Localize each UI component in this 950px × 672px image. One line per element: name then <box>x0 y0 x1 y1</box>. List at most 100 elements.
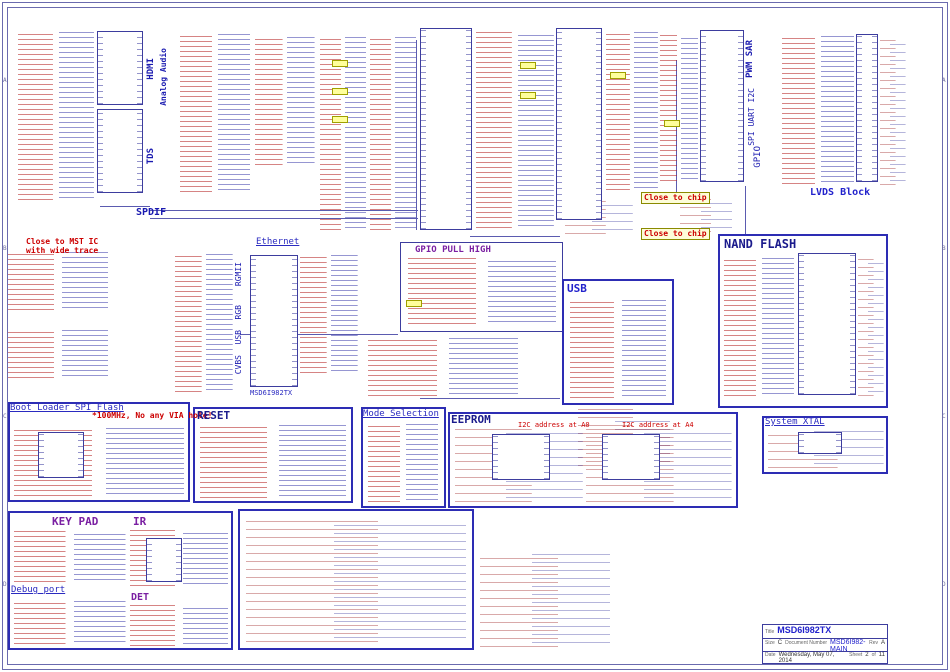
cvbs-section-label: CVBS <box>234 355 243 375</box>
bus-wire <box>150 210 418 211</box>
main-ic-right-labels <box>476 32 554 228</box>
reset-title: RESET <box>197 409 231 422</box>
usb-section-label: USB <box>234 330 243 345</box>
audio-line-labels <box>180 32 250 192</box>
note-close-to-chip-2: Close to chip <box>641 228 710 241</box>
spdif-section-label: SPDIF <box>136 207 167 218</box>
note-100mhz: *100MHz, No any VIA hole! <box>92 411 213 420</box>
panel-detect-fill <box>246 520 466 642</box>
pwm-sar-section-label: PWM SAR <box>745 40 755 78</box>
sheet-number: 2 <box>865 652 869 658</box>
mid-ic-right-labels <box>606 32 658 190</box>
highlight-mark <box>610 72 626 79</box>
sheet-label: Sheet <box>849 652 863 658</box>
debug-fill <box>14 600 126 644</box>
gpio-pull-high-title: GPIO PULL HIGH <box>415 245 491 255</box>
date-label: Date <box>765 652 776 658</box>
right-edge-labels <box>880 40 906 185</box>
eeprom-title: EEPROM <box>451 413 491 426</box>
nand-flash-title: NAND FLASH <box>724 237 797 251</box>
sheet-of-label: of <box>871 652 876 658</box>
rgb-section-label: RGB <box>234 305 243 320</box>
debug-port-title: Debug port <box>11 585 66 595</box>
system-xtal-title: System XTAL <box>765 417 825 427</box>
frame-row-label: C <box>942 413 946 420</box>
size-value: C <box>777 640 783 646</box>
mode-selection-box <box>361 407 446 508</box>
bus-wire <box>745 186 746 234</box>
frame-row-label: D <box>942 581 946 588</box>
key-pad-title: KEY PAD <box>52 515 99 528</box>
highlight-mark <box>520 92 536 99</box>
audio-mid-labels <box>255 35 315 165</box>
reset-box <box>193 407 353 503</box>
hdmi-connector-2 <box>97 109 143 193</box>
highlight-mark <box>332 116 348 123</box>
note-i2c-addr-a0: I2C address at A0 <box>518 421 590 429</box>
gpio-pull-high-fill <box>408 258 556 324</box>
title-block-row-doc: Size C Document Number MSD6I982-MAIN Rev… <box>763 639 887 653</box>
title-label: Title <box>765 629 775 635</box>
pwm-sar-ic <box>700 30 744 182</box>
spi-uart-i2c-section-label: SPI UART I2C <box>747 88 756 146</box>
analog-audio-section-label: Analog Audio <box>159 48 168 106</box>
highlight-mark <box>664 120 680 127</box>
ethernet-left-labels <box>175 252 233 392</box>
bus-wire <box>470 236 560 237</box>
highlight-mark <box>332 60 348 67</box>
frame-row-label: B <box>942 245 946 252</box>
det-fill <box>130 604 228 646</box>
ir-title: IR <box>133 515 147 528</box>
usb-block-title: USB <box>567 282 587 295</box>
hdmi-section-label: HDMI <box>146 58 156 80</box>
frame-row-label: D <box>3 581 7 588</box>
reset-fill <box>200 424 346 498</box>
mode-selection-fill <box>368 424 438 502</box>
title-block: Title MSD6I982TX Size C Document Number … <box>762 624 888 664</box>
bottom-misc-parts <box>480 552 610 647</box>
hdmi-connector-1 <box>97 31 143 105</box>
lvds-block-title: LVDS Block <box>810 187 871 198</box>
ethernet-right-labels <box>300 255 358 373</box>
doc-number-label: Document Number <box>785 640 828 646</box>
hdmi-signal-labels <box>18 32 94 200</box>
boot-loader-title: Boot Loader SPI Flash <box>10 403 124 413</box>
eeprom-ic-1 <box>492 434 550 480</box>
eeprom-ic-2 <box>602 434 660 480</box>
main-ic-mid <box>556 28 602 220</box>
frame-row-label: A <box>942 77 946 84</box>
xtal-part <box>798 432 842 454</box>
keypad-fill <box>14 530 126 582</box>
nand-flash-box <box>718 234 888 408</box>
rev-label: Rev <box>869 640 878 646</box>
title-block-row-title: Title MSD6I982TX <box>763 625 887 639</box>
frame-row-label: C <box>3 413 7 420</box>
system-xtal-box <box>762 416 888 474</box>
bus-wire <box>150 218 418 219</box>
usb-fill <box>570 300 666 398</box>
eeprom-box <box>448 412 738 508</box>
lvds-connector <box>856 34 878 182</box>
sheet-total: 11 <box>878 652 885 658</box>
tuner-labels <box>660 35 698 181</box>
ethernet-phy <box>250 255 298 387</box>
bus-wire <box>100 206 150 207</box>
resistor-array-2 <box>370 35 416 230</box>
title-block-row-date: Date Wednesday, May 07, 2014 Sheet 2 of … <box>763 652 887 664</box>
rev-value: A <box>880 640 885 646</box>
usb-box <box>562 279 674 405</box>
boot-loader-box <box>8 402 190 502</box>
ethernet-section-label: Ethernet <box>256 237 300 247</box>
note-close-to-mst: Close to MST IC with wide trace <box>26 237 99 255</box>
frame-row-label: B <box>3 245 7 252</box>
spi-flash-ic <box>38 432 84 478</box>
keypad-ir-box <box>8 511 233 650</box>
panel-detect-box <box>238 509 474 650</box>
size-label: Size <box>765 640 775 646</box>
lvds-labels <box>782 34 854 184</box>
highlight-mark <box>520 62 536 69</box>
nand-ic <box>798 253 856 395</box>
rgb-in-labels <box>8 328 108 378</box>
main-ic-part-label: MSD6I982TX <box>250 389 293 397</box>
